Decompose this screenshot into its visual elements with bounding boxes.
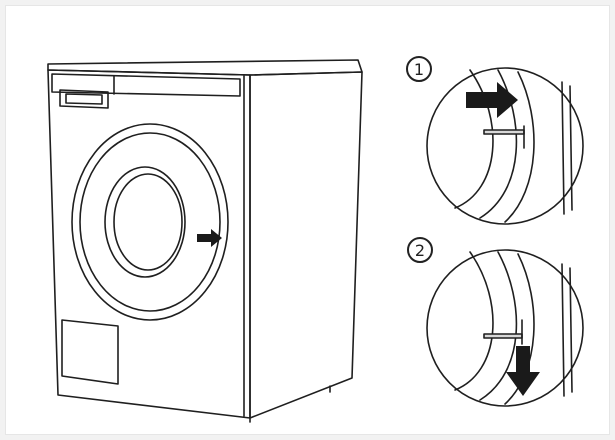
- filter-hatch: [61, 319, 119, 385]
- step-number-2: 2: [407, 237, 433, 263]
- illustration-frame: [6, 6, 609, 434]
- door-glass-inner: [113, 173, 183, 271]
- door-glass: [104, 166, 186, 278]
- door-outer-ring: [71, 123, 229, 321]
- step2-detail: [426, 249, 584, 407]
- machine-front: [47, 69, 251, 419]
- door-middle-ring: [79, 132, 221, 312]
- detail-circle: [426, 67, 584, 225]
- cabinet-edge: [561, 81, 565, 215]
- arrow-right-icon: [197, 229, 222, 247]
- detail-circle: [426, 249, 584, 407]
- cabinet-edge: [561, 263, 565, 397]
- washing-machine: [47, 59, 363, 423]
- control-panel: [51, 73, 241, 97]
- step-number-1: 1: [406, 56, 432, 82]
- arrow-down-icon: [506, 346, 540, 396]
- door-arc: [504, 253, 535, 405]
- drawer-handle: [65, 93, 103, 105]
- latch-pin: [483, 333, 523, 339]
- door-arc: [479, 69, 518, 219]
- cabinet-edge: [569, 85, 573, 211]
- door-arc: [454, 69, 494, 209]
- step1-detail: [426, 67, 584, 225]
- machine-side: [249, 71, 363, 419]
- latch-pin: [483, 129, 525, 135]
- door-arc: [454, 251, 494, 391]
- cabinet-edge: [569, 267, 573, 393]
- arrow-right-icon: [466, 82, 518, 118]
- detergent-drawer: [59, 89, 109, 109]
- door-arc: [504, 71, 535, 223]
